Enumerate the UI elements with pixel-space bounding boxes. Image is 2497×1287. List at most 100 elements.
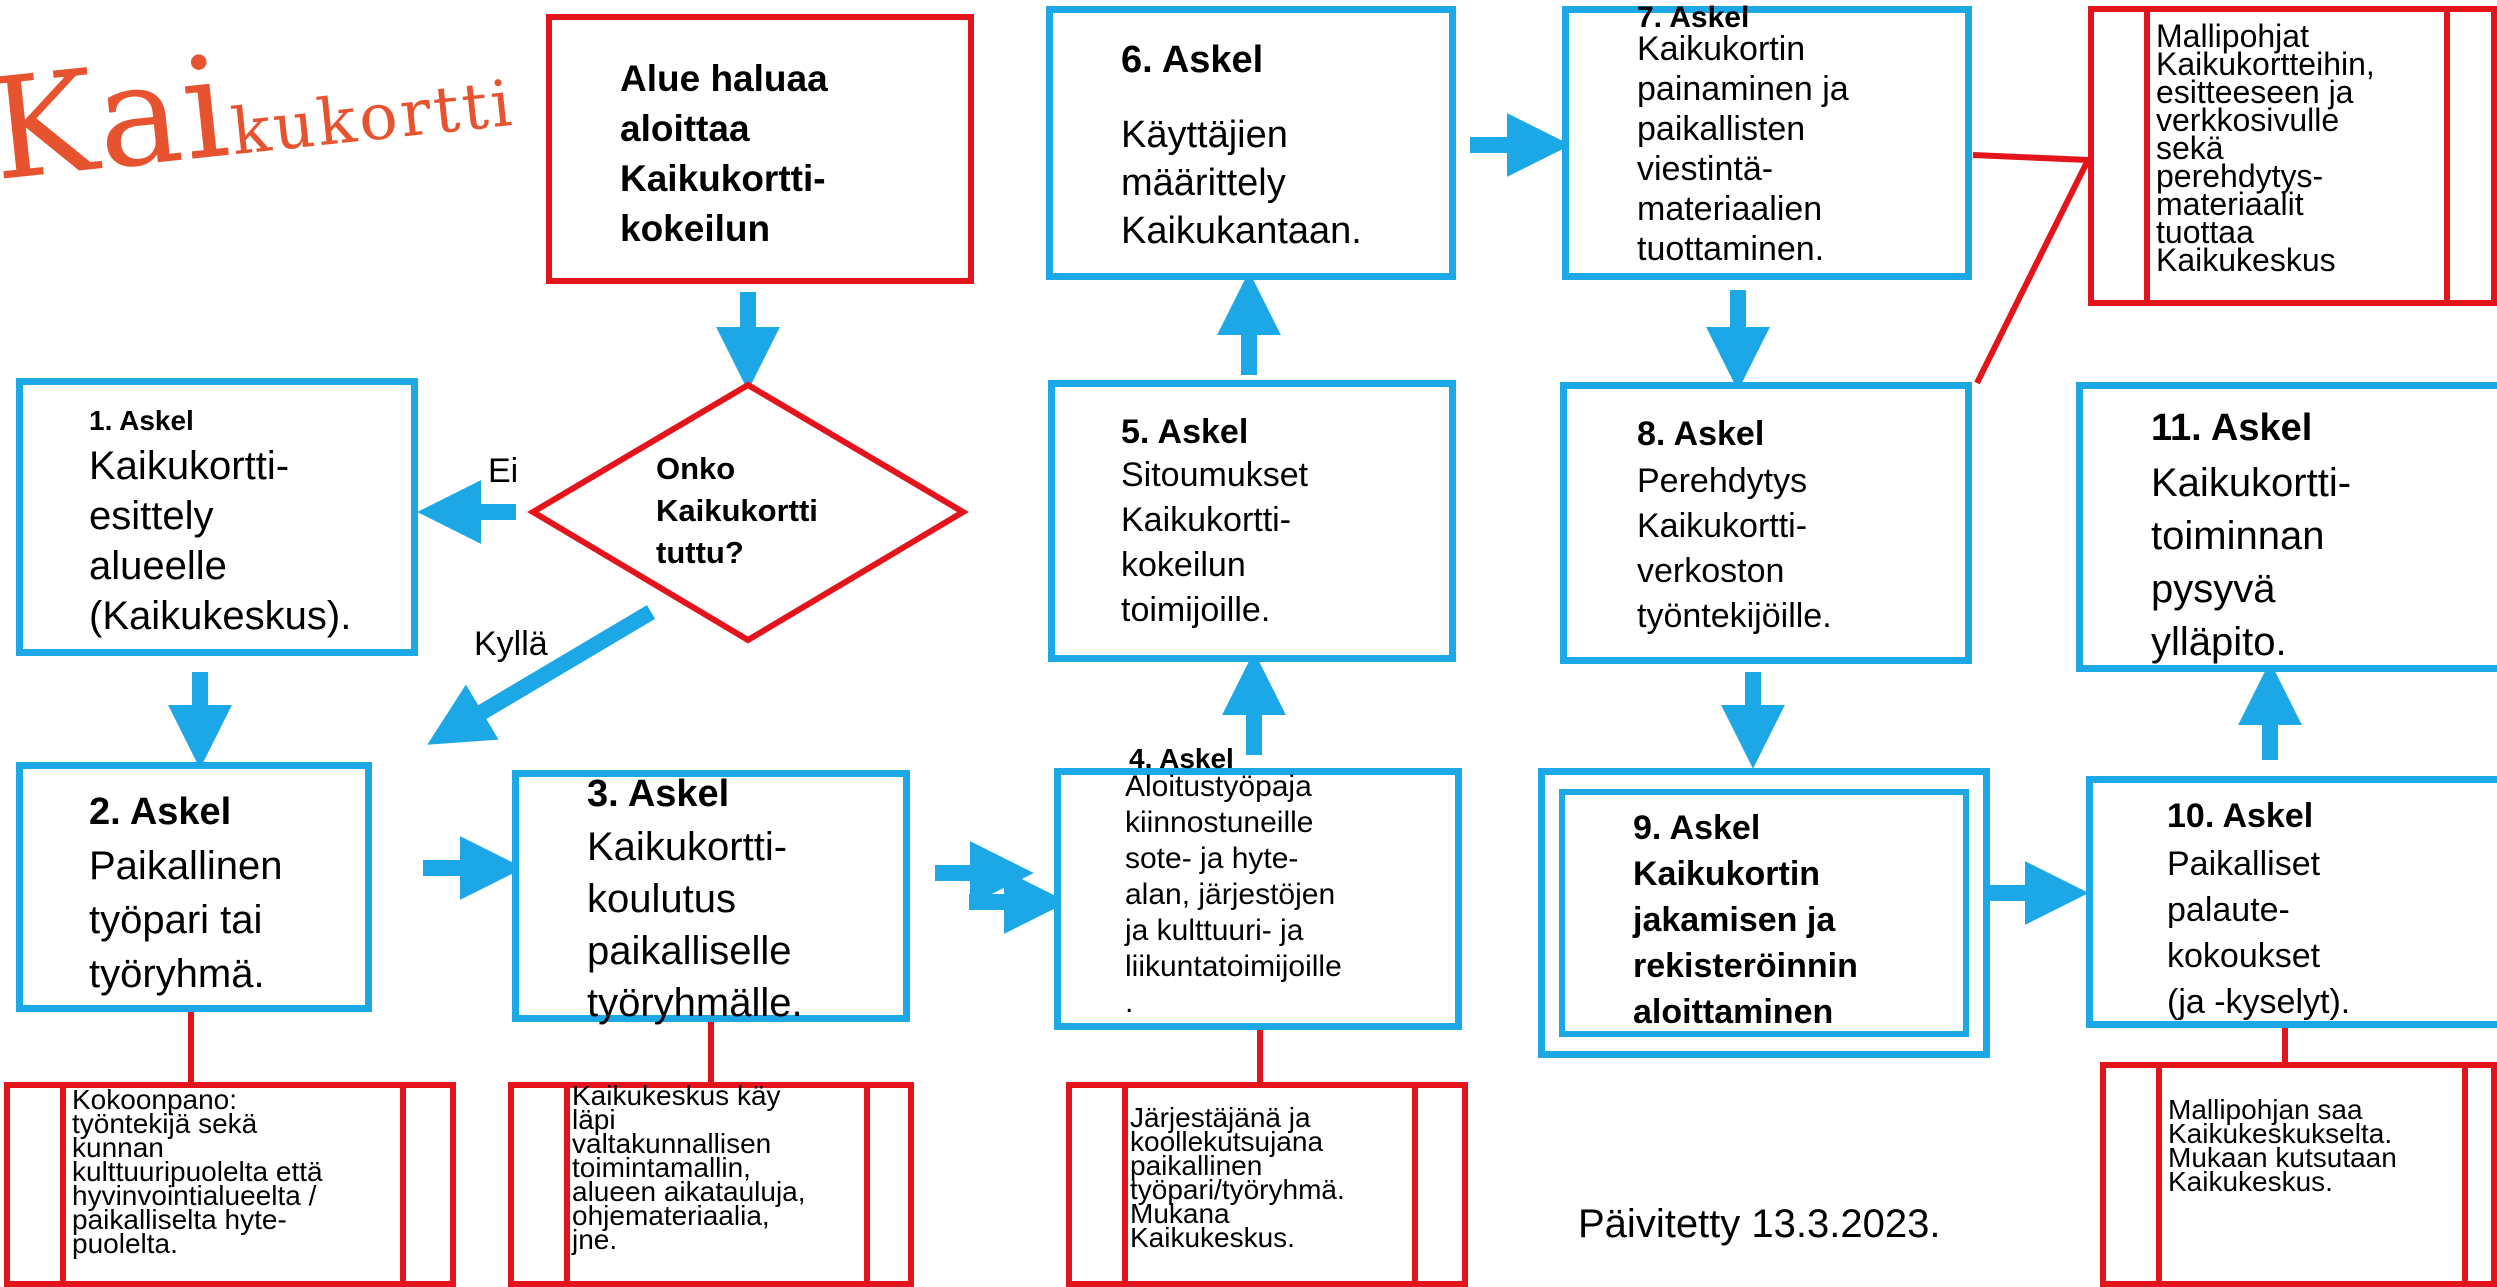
step-7-line: viestintä- — [1637, 150, 1774, 188]
step-10-line: kokoukset — [2167, 937, 2321, 975]
step-8-line: verkoston — [1637, 552, 1785, 590]
note-line-s7-b — [1974, 158, 2091, 385]
note-2-line: Kokoonpano: — [72, 1084, 238, 1115]
step-1-title: 1. Askel — [89, 405, 194, 436]
step-8-line: Kaikukortti- — [1637, 507, 1808, 545]
step-5-title: 5. Askel — [1121, 413, 1249, 451]
step-9-title: 9. Askel — [1633, 809, 1761, 847]
note-10-line: Kaikukeskus. — [2168, 1166, 2333, 1197]
step-3-line: Kaikukortti- — [587, 825, 788, 869]
step-7-line: paikallisten — [1637, 110, 1806, 148]
step-7-line: Kaikukortin — [1637, 30, 1806, 68]
step-9-line: Kaikukortin — [1633, 855, 1821, 893]
step-4-line: sote- ja hyte- — [1125, 842, 1299, 875]
step-4-line: Aloitustyöpaja — [1125, 770, 1312, 803]
step-11-line: toiminnan — [2151, 514, 2325, 558]
step-11-box: 11. Askel Kaikukortti- toiminnan pysyvä … — [2076, 382, 2497, 672]
note-step-4: Järjestäjänä ja koollekutsujana paikalli… — [1066, 1082, 1468, 1287]
logo-small: kukortti — [227, 66, 518, 171]
note-7-line: Kaikukeskus — [2156, 242, 2336, 278]
step-10-line: (ja -kyselyt). — [2167, 983, 2351, 1021]
step-10-title: 10. Askel — [2167, 797, 2314, 835]
start-line: Kaikukortti- — [620, 158, 826, 199]
logo-big: Kai — [0, 25, 238, 214]
step-5-line: Sitoumukset — [1121, 456, 1309, 494]
note-10-line: Mukaan kutsutaan — [2168, 1142, 2397, 1173]
step-4-line: kiinnostuneille — [1125, 806, 1314, 839]
step-11-title: 11. Askel — [2151, 407, 2313, 449]
step-4-box: 4. Askel Aloitustyöpaja kiinnostuneille … — [1054, 743, 1462, 1030]
step-1-line: alueelle — [89, 544, 227, 588]
step-5-line: toimijoille. — [1121, 591, 1271, 629]
step-5-line: kokeilun — [1121, 546, 1246, 584]
step-8-title: 8. Askel — [1637, 415, 1765, 453]
note-4-line: Kaikukeskus. — [1130, 1222, 1295, 1253]
step-7-box: 7. Askel Kaikukortin painaminen ja paika… — [1562, 1, 1972, 280]
step-10-line: palaute- — [2167, 891, 2290, 929]
step-2-line: työryhmä. — [89, 952, 265, 996]
arrow-decision-to-s2 — [427, 605, 656, 745]
no-label: Ei — [488, 452, 519, 490]
note-7-line: verkkosivulle — [2156, 102, 2340, 138]
decision-text: Onko Kaikukortti tuttu? — [656, 448, 818, 574]
note-3-line: Kaikukeskus käy — [572, 1080, 781, 1111]
note-4-line: Järjestäjänä ja — [1130, 1102, 1311, 1133]
note-2-line: paikalliselta hyte- — [72, 1204, 287, 1235]
step-1-line: esittely — [89, 494, 214, 538]
note-7-line: esitteeseen ja — [2156, 74, 2354, 110]
note-3-line: valtakunnallisen — [572, 1128, 772, 1159]
step-3-line: työryhmälle. — [587, 981, 803, 1025]
step-3-line: koulutus — [587, 877, 736, 921]
step-1-box: 1. Askel Kaikukortti- esittely alueelle … — [16, 378, 418, 656]
note-3-line: alueen aikatauluja, — [572, 1176, 806, 1207]
note-7-line: sekä — [2156, 130, 2224, 166]
start-line: kokeilun — [620, 208, 771, 249]
step-4-line: liikuntatoimijoille — [1125, 950, 1342, 983]
step-1-line: (Kaikukeskus). — [89, 594, 352, 638]
step-6-line: määrittely — [1121, 162, 1286, 204]
step-11-line: ylläpito. — [2151, 620, 2287, 664]
decision-line: tuttu? — [656, 535, 744, 570]
step-10-box: 10. Askel Paikalliset palaute- kokoukset… — [2086, 776, 2497, 1028]
step-8-line: Perehdytys — [1637, 462, 1808, 500]
note-step-3: Kaikukeskus käy läpi valtakunnallisen to… — [508, 1082, 914, 1287]
step-8-line: työntekijöille. — [1637, 597, 1832, 635]
note-3-line: läpi — [572, 1104, 616, 1135]
note-10-line: Mallipohjan saa — [2168, 1094, 2363, 1125]
note-3-line: toimintamallin, — [572, 1152, 751, 1183]
note-3-line: ohjemateriaalia, — [572, 1200, 770, 1231]
note-4-line: paikallinen — [1130, 1150, 1263, 1181]
note-10-line: Kaikukeskukselta. — [2168, 1118, 2393, 1149]
step-7-line: painaminen ja — [1637, 70, 1849, 108]
step-2-line: Paikallinen — [89, 844, 283, 888]
step-9-inner-border — [1559, 789, 1969, 1037]
note-2-line: hyvinvointialueelta / — [72, 1180, 317, 1211]
note-4-line: Mukana — [1130, 1198, 1230, 1229]
step-7-line: materiaalien — [1637, 190, 1823, 228]
step-9-line: rekisteröinnin — [1633, 947, 1858, 985]
step-4-line: alan, järjestöjen — [1125, 878, 1336, 911]
note-7-line: materiaalit — [2156, 186, 2304, 222]
decision-diamond — [527, 381, 969, 644]
note-2-line: työntekijä sekä — [72, 1108, 258, 1139]
note-7-line: perehdytys- — [2156, 158, 2324, 194]
yes-label: Kyllä — [474, 625, 548, 663]
note-7-line: tuottaa — [2156, 214, 2254, 250]
step-2-line: työpari tai — [89, 898, 263, 942]
start-line: aloittaa — [620, 108, 750, 149]
step-5-box: 5. Askel Sitoumukset Kaikukortti- kokeil… — [1048, 380, 1456, 662]
note-step-2: Kokoonpano: työntekijä sekä kunnan kultt… — [4, 1082, 456, 1287]
step-9-line: aloittaminen — [1633, 993, 1834, 1031]
step-2-box: 2. Askel Paikallinen työpari tai työryhm… — [16, 762, 372, 1012]
step-9-box: 9. Askel Kaikukortin jakamisen ja rekist… — [1538, 768, 1990, 1058]
step-6-line: Kaikukantaan. — [1121, 210, 1362, 252]
note-7-line: Mallipohjat — [2156, 18, 2309, 54]
step-6-title: 6. Askel — [1121, 39, 1264, 81]
step-7-title: 7. Askel — [1637, 1, 1750, 34]
step-7-line: tuottaminen. — [1637, 230, 1825, 268]
decision-line: Kaikukortti — [656, 493, 818, 528]
note-2-line: puolelta. — [72, 1228, 178, 1259]
note-line-s7-a — [1972, 152, 2089, 163]
note-step-10: Mallipohjan saa Kaikukeskukselta. Mukaan… — [2100, 1062, 2497, 1287]
